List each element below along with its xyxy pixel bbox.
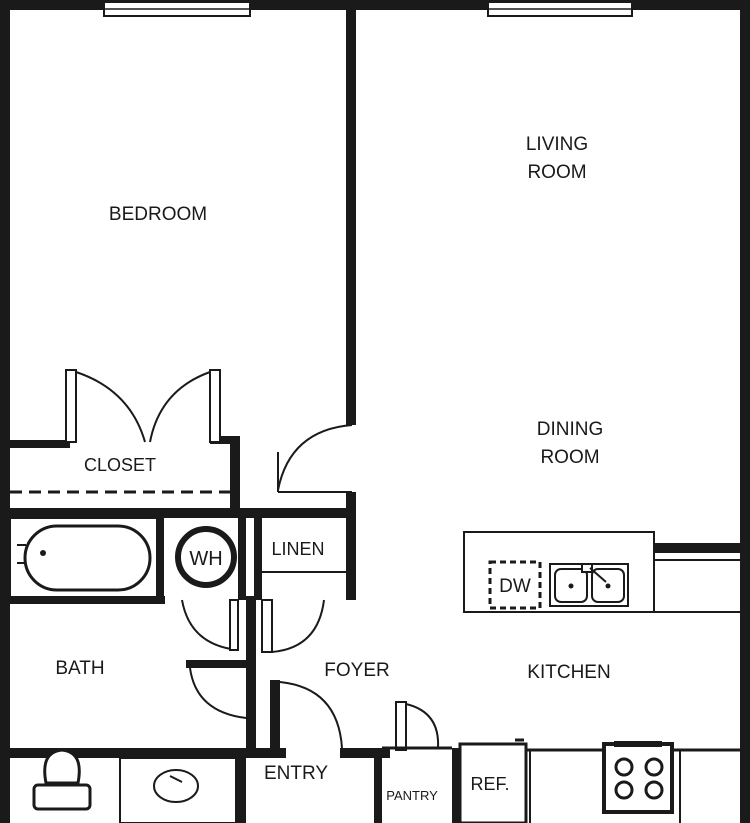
- stove: [602, 741, 674, 814]
- closet: [0, 369, 240, 510]
- living-room-label-line2: ROOM: [527, 162, 586, 183]
- window-bedroom: [103, 1, 251, 17]
- closet-label: CLOSET: [84, 455, 156, 475]
- bathtub: [0, 517, 165, 604]
- pantry: [374, 701, 460, 823]
- entry-label: ENTRY: [264, 763, 328, 784]
- foyer-label: FOYER: [324, 660, 389, 681]
- water-heater-label: WH: [189, 548, 222, 570]
- toilet: [32, 748, 92, 811]
- bath-vanity: [119, 757, 237, 823]
- linen-label: LINEN: [271, 539, 324, 559]
- refrigerator-label: REF.: [470, 774, 509, 794]
- pantry-label: PANTRY: [386, 788, 438, 803]
- refrigerator: [458, 738, 528, 823]
- bedroom-door: [277, 424, 353, 493]
- kitchen-sink: [549, 563, 629, 607]
- living-room-label-line1: LIVING: [526, 134, 588, 155]
- bedroom-living-wall: [346, 10, 356, 425]
- bedroom-label: BEDROOM: [109, 204, 207, 225]
- dishwasher-label: DW: [499, 576, 531, 597]
- bath-walls: [0, 596, 256, 823]
- dining-room-label-line1: DINING: [537, 419, 604, 440]
- water-heater-closet: [156, 518, 246, 651]
- entry-door: [256, 680, 390, 758]
- linen-closet: [254, 518, 346, 653]
- bath-label: BATH: [55, 658, 104, 679]
- dining-room-label-line2: ROOM: [540, 447, 599, 468]
- bath-row-top-wall: [0, 492, 356, 600]
- kitchen-label: KITCHEN: [527, 662, 610, 683]
- window-living: [487, 1, 633, 17]
